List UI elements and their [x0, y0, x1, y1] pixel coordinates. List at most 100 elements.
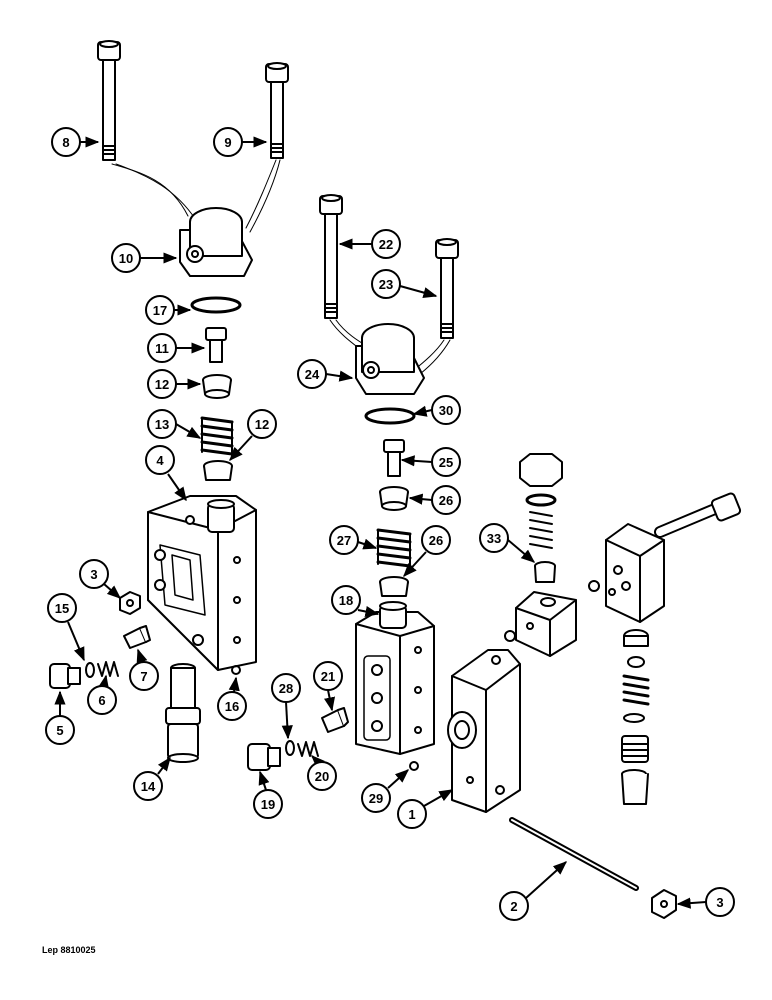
- svg-text:4: 4: [156, 453, 164, 468]
- plug-part-5: [49, 663, 81, 689]
- relief-plug-top: [519, 453, 563, 549]
- solenoid-cap-part-10: [179, 207, 253, 277]
- svg-text:20: 20: [315, 769, 329, 784]
- svg-text:29: 29: [369, 791, 383, 806]
- bolt-part-9: [265, 62, 289, 159]
- svg-text:3: 3: [716, 895, 723, 910]
- svg-text:9: 9: [224, 135, 231, 150]
- side-bolt: [654, 492, 742, 538]
- svg-text:27: 27: [337, 533, 351, 548]
- callout-3-right: 3: [676, 887, 735, 917]
- callout-33: 33: [479, 523, 536, 563]
- callout-2: 2: [499, 861, 568, 921]
- svg-text:1: 1: [408, 807, 415, 822]
- o-ring-part-28: [285, 740, 295, 756]
- o-ring-part-16: [231, 665, 241, 675]
- cup-part-26-upper: [379, 486, 409, 511]
- side-block: [605, 523, 665, 623]
- svg-text:15: 15: [55, 601, 69, 616]
- callout-22: 22: [338, 229, 401, 259]
- nut-part-3-left: [119, 591, 141, 615]
- svg-text:18: 18: [339, 593, 353, 608]
- spool-part-14: [165, 663, 201, 763]
- svg-text:11: 11: [155, 341, 169, 356]
- o-ring-part-29: [409, 761, 419, 771]
- poppet-part-21: [321, 707, 349, 733]
- svg-text:16: 16: [225, 699, 239, 714]
- bolt-part-23: [435, 238, 459, 339]
- callout-12-upper: 12: [147, 369, 202, 399]
- svg-text:26: 26: [429, 533, 443, 548]
- svg-text:21: 21: [321, 669, 335, 684]
- svg-text:7: 7: [140, 669, 147, 684]
- bolt-part-8: [97, 40, 121, 161]
- callout-17: 17: [145, 295, 192, 325]
- callout-21: 21: [313, 661, 343, 712]
- callout-30: 30: [412, 395, 461, 425]
- callout-8: 8: [51, 127, 100, 157]
- callout-7: 7: [129, 648, 159, 691]
- callout-10: 10: [111, 243, 178, 273]
- drawing-reference: Lep 8810025: [42, 945, 96, 955]
- callout-28: 28: [271, 673, 301, 740]
- nut-part-3-right: [651, 889, 677, 919]
- screw-part-25: [383, 439, 405, 477]
- svg-text:6: 6: [98, 693, 105, 708]
- o-ring-part-15: [85, 662, 95, 678]
- bolt-part-22: [319, 194, 343, 319]
- svg-text:5: 5: [56, 723, 63, 738]
- callout-9: 9: [213, 127, 268, 157]
- callout-27: 27: [329, 525, 378, 555]
- svg-text:2: 2: [510, 899, 517, 914]
- svg-text:10: 10: [119, 251, 133, 266]
- plug-part-19: [247, 743, 281, 771]
- svg-text:30: 30: [439, 403, 453, 418]
- svg-text:26: 26: [439, 493, 453, 508]
- callout-16: 16: [217, 676, 247, 721]
- cup-part-26-lower: [379, 576, 409, 597]
- callout-14: 14: [133, 756, 171, 801]
- callout-6: 6: [87, 674, 117, 715]
- svg-text:28: 28: [279, 681, 293, 696]
- callout-23: 23: [371, 269, 438, 299]
- o-ring-small-b: [504, 630, 516, 642]
- o-ring-part-30: [364, 407, 416, 425]
- svg-text:12: 12: [155, 377, 169, 392]
- callout-18: 18: [331, 585, 380, 618]
- spring-part-27: [376, 528, 412, 569]
- callout-20: 20: [307, 755, 337, 791]
- relief-block: [515, 591, 577, 657]
- callout-29: 29: [361, 769, 410, 813]
- callout-11: 11: [147, 333, 206, 363]
- tie-rod-part-2: [509, 817, 639, 891]
- valve-body-part-18: [355, 601, 435, 755]
- svg-text:25: 25: [439, 455, 453, 470]
- callout-1: 1: [397, 789, 454, 829]
- callout-26-upper: 26: [408, 485, 461, 515]
- svg-text:23: 23: [379, 277, 393, 292]
- callout-13: 13: [147, 409, 202, 439]
- cup-part-12-upper: [202, 374, 232, 399]
- svg-text:12: 12: [255, 417, 269, 432]
- svg-text:19: 19: [261, 797, 275, 812]
- svg-text:13: 13: [155, 417, 169, 432]
- svg-text:8: 8: [62, 135, 69, 150]
- svg-text:14: 14: [141, 779, 156, 794]
- svg-text:24: 24: [305, 367, 320, 382]
- callout-15: 15: [47, 593, 85, 662]
- end-cover-part-1: [447, 649, 521, 813]
- spring-part-6: [97, 661, 119, 677]
- callout-25: 25: [400, 447, 461, 477]
- poppet-part-33: [534, 561, 556, 583]
- svg-text:17: 17: [153, 303, 167, 318]
- svg-text:3: 3: [90, 567, 97, 582]
- spring-part-13: [200, 416, 234, 457]
- svg-text:22: 22: [379, 237, 393, 252]
- valve-body-part-4: [147, 495, 257, 671]
- callout-19: 19: [253, 770, 283, 819]
- screw-part-11: [205, 327, 227, 363]
- o-ring-part-17: [190, 296, 242, 314]
- callout-3-left: 3: [79, 559, 122, 599]
- callout-24: 24: [297, 359, 354, 389]
